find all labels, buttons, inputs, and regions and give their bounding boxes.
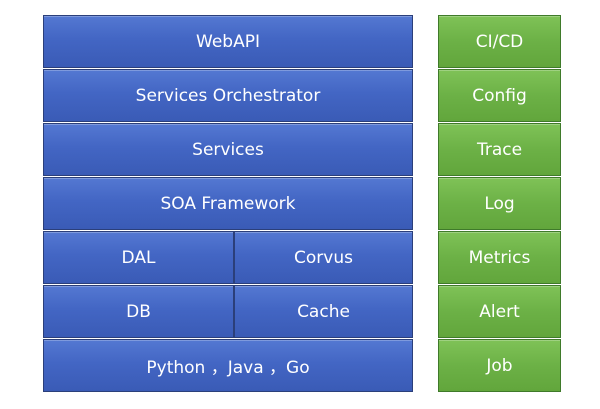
layer-services-label: Services [192,139,264,160]
ops-item-alert-label: Alert [479,301,520,322]
ops-item-job: Job [438,339,561,392]
row-db-cache: DB Cache [43,285,413,338]
cell-cache-label: Cache [297,301,350,322]
row-dal-corvus: DAL Corvus [43,231,413,284]
ops-item-config-label: Config [472,85,527,106]
ops-item-log-label: Log [484,193,515,214]
ops-column: CI/CD Config Trace Log Metrics Alert Job [438,15,561,393]
ops-item-metrics: Metrics [438,231,561,284]
cell-dal-label: DAL [121,247,156,268]
layer-webapi-label: WebAPI [196,31,260,52]
layer-webapi: WebAPI [43,15,413,68]
cell-cache: Cache [234,285,413,338]
layer-services-orchestrator: Services Orchestrator [43,69,413,122]
cell-db-label: DB [126,301,151,322]
layer-languages-label: Python ，Java ，Go [146,358,310,378]
ops-item-job-label: Job [486,355,513,376]
cell-db: DB [43,285,234,338]
ops-item-metrics-label: Metrics [468,247,531,268]
layer-services: Services [43,123,413,176]
architecture-stack: WebAPI Services Orchestrator Services SO… [43,15,413,393]
layer-services-orchestrator-label: Services Orchestrator [135,85,321,106]
ops-item-alert: Alert [438,285,561,338]
layer-soa-framework: SOA Framework [43,177,413,230]
ops-item-cicd-label: CI/CD [475,31,524,52]
layer-languages: Python ，Java ，Go [43,339,413,392]
ops-item-trace: Trace [438,123,561,176]
layer-soa-framework-label: SOA Framework [160,193,296,214]
ops-item-cicd: CI/CD [438,15,561,68]
ops-item-trace-label: Trace [476,139,523,160]
cell-corvus: Corvus [234,231,413,284]
ops-item-log: Log [438,177,561,230]
cell-dal: DAL [43,231,234,284]
ops-item-config: Config [438,69,561,122]
cell-corvus-label: Corvus [294,247,353,268]
